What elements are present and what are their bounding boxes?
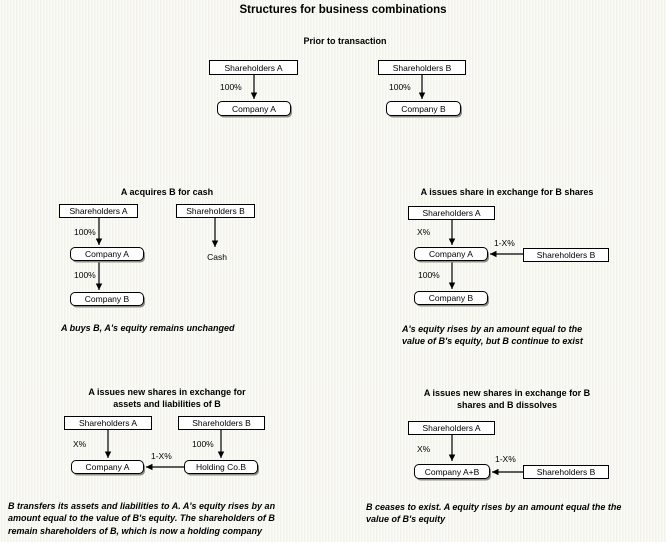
box-exchange-company-b: Company B: [414, 291, 488, 305]
label-exchange-pct-100: 100%: [418, 270, 440, 280]
label-prior-pct-b: 100%: [389, 82, 411, 92]
box-assets-holding-b: Holding Co.B: [184, 460, 258, 474]
page-title: Structures for business combinations: [239, 4, 447, 16]
box-assets-shareholders-a: Shareholders A: [64, 416, 152, 430]
box-dissolve-shareholders-a: Shareholders A: [408, 421, 495, 435]
box-dissolve-shareholders-b: Shareholders B: [523, 465, 609, 479]
box-prior-company-b: Company B: [386, 101, 461, 116]
label-cash-pct-2: 100%: [74, 270, 96, 280]
box-dissolve-company-ab: Company A+B: [414, 464, 490, 479]
asset-transfer-heading-line2: assets and liabilities of B: [113, 399, 221, 410]
box-prior-shareholders-a: Shareholders A: [209, 60, 298, 75]
caption-dissolution: B ceases to exist. A equity rises by an …: [366, 501, 621, 526]
label-assets-pct-100: 100%: [192, 439, 214, 449]
box-cash-company-b: Company B: [70, 292, 144, 306]
label-assets-pct-1x: 1-X%: [151, 451, 172, 461]
dissolution-heading-line1: A issues new shares in exchange for B: [423, 388, 591, 398]
caption-dissolution-line2: value of B's equity: [366, 514, 446, 525]
section-heading-asset-transfer: A issues new shares in exchange for asse…: [17, 386, 317, 411]
box-assets-company-a: Company A: [71, 460, 144, 474]
caption-asset-transfer: B transfers its assets and liabilities t…: [8, 500, 275, 537]
box-exchange-company-a: Company A: [414, 247, 488, 261]
caption-asset-transfer-line2: amount equal to the value of B's equity.…: [8, 513, 275, 524]
label-exchange-pct-x: X%: [417, 227, 431, 237]
caption-share-exchange-line2: value of B's equity, but B continue to e…: [402, 336, 583, 347]
box-cash-company-a: Company A: [70, 247, 144, 261]
label-dissolve-pct-1x: 1-X%: [495, 454, 516, 464]
caption-share-exchange: A's equity rises by an amount equal to t…: [402, 323, 583, 348]
label-prior-pct-a: 100%: [220, 82, 242, 92]
section-heading-cash-deal: A acquires B for cash: [120, 187, 214, 197]
asset-transfer-heading-line1: A issues new shares in exchange for: [88, 387, 246, 397]
box-exchange-shareholders-a: Shareholders A: [408, 206, 495, 220]
label-cash-pct-1: 100%: [74, 227, 96, 237]
box-exchange-shareholders-b: Shareholders B: [523, 248, 609, 262]
box-prior-company-a: Company A: [217, 101, 291, 116]
caption-share-exchange-line1: A's equity rises by an amount equal to t…: [402, 324, 583, 334]
section-heading-prior: Prior to transaction: [303, 36, 387, 46]
box-cash-shareholders-a: Shareholders A: [59, 204, 138, 218]
label-dissolve-pct-x: X%: [417, 444, 431, 454]
caption-cash-deal: A buys B, A's equity remains unchanged: [61, 323, 235, 333]
box-cash-shareholders-b: Shareholders B: [176, 204, 255, 218]
dissolution-heading-line2: shares and B dissolves: [456, 400, 558, 411]
caption-asset-transfer-line1: B transfers its assets and liabilities t…: [8, 501, 276, 511]
caption-dissolution-line1: B ceases to exist. A equity rises by an …: [366, 502, 622, 512]
section-heading-dissolution: A issues new shares in exchange for B sh…: [357, 387, 657, 412]
label-cash: Cash: [207, 252, 227, 262]
label-assets-pct-x: X%: [73, 439, 87, 449]
section-heading-share-exchange: A issues share in exchange for B shares: [420, 187, 594, 197]
box-assets-shareholders-b: Shareholders B: [178, 416, 265, 430]
label-exchange-pct-1x: 1-X%: [494, 238, 515, 248]
box-prior-shareholders-b: Shareholders B: [378, 60, 466, 75]
caption-asset-transfer-line3: remain shareholders of B, which is now a…: [8, 525, 263, 536]
